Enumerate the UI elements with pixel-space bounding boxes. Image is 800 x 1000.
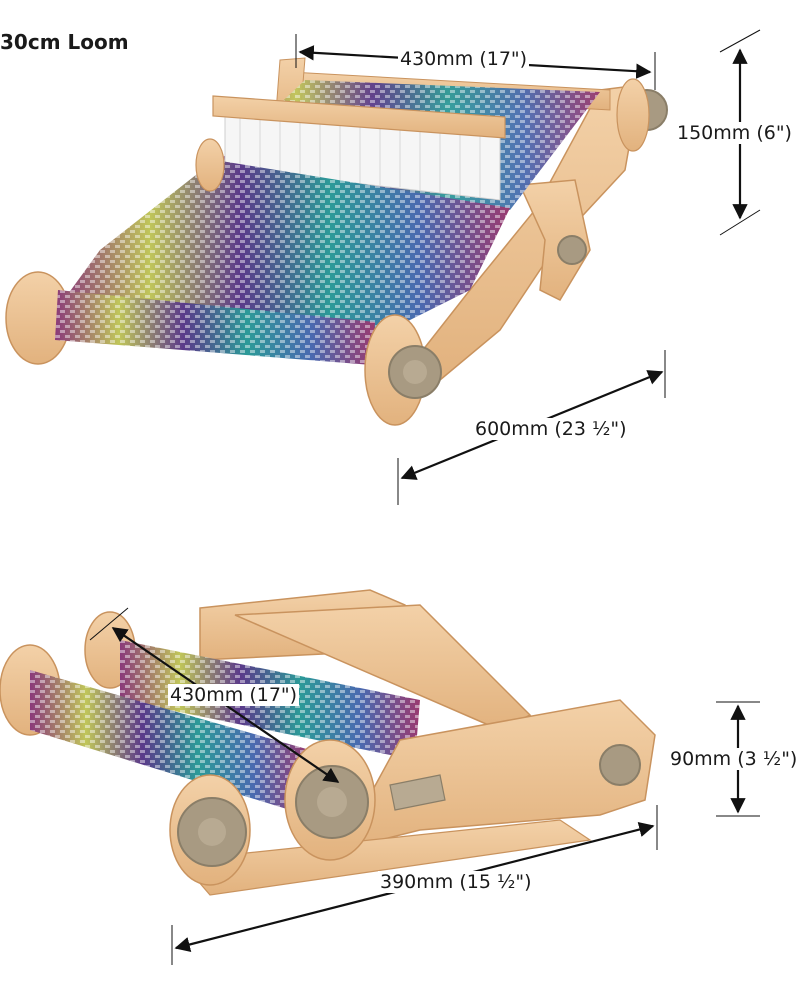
bottom-bracket bbox=[389, 774, 446, 811]
bottom-width-label: 430mm (17") bbox=[168, 684, 300, 706]
top-depth-label: 600mm (23 ½") bbox=[473, 418, 629, 440]
top-height-label: 150mm (6") bbox=[675, 122, 794, 144]
bottom-depth-label: 390mm (15 ½") bbox=[378, 871, 534, 893]
bottom-loom bbox=[0, 589, 656, 896]
top-right-lower-frame bbox=[518, 179, 591, 301]
top-left-mid-end bbox=[195, 138, 225, 192]
top-loom bbox=[5, 57, 668, 426]
top-heddle-bar bbox=[212, 95, 506, 139]
bottom-height-label: 90mm (3 ½") bbox=[668, 748, 800, 770]
bottom-knob-3 bbox=[599, 744, 641, 786]
top-side-knob bbox=[557, 235, 587, 265]
top-back-right-roller-end bbox=[616, 78, 650, 152]
page-title: 30cm Loom bbox=[0, 30, 129, 54]
top-width-label: 430mm (17") bbox=[398, 48, 530, 70]
